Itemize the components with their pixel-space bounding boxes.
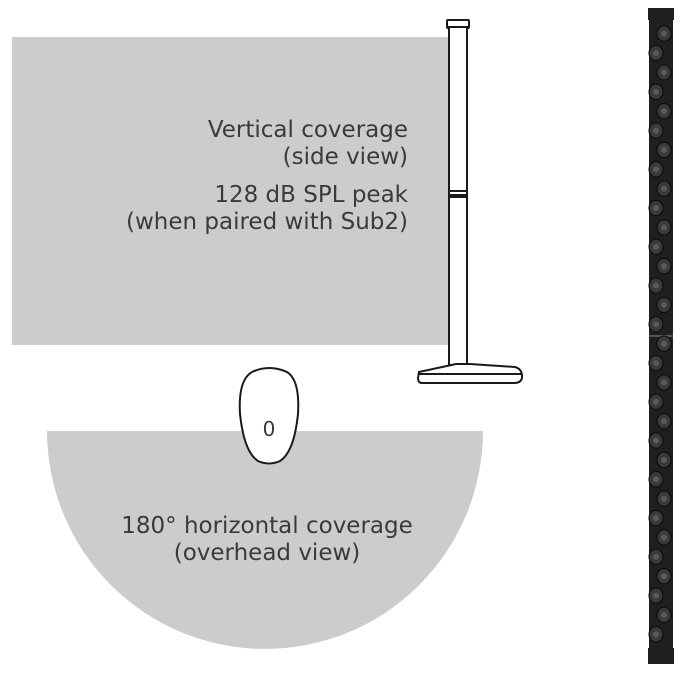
- array-driver-center: [653, 243, 659, 250]
- array-driver-center: [661, 146, 667, 153]
- array-driver-center: [653, 50, 659, 57]
- array-driver-center: [653, 321, 659, 328]
- array-driver-center: [653, 515, 659, 522]
- array-driver-center: [661, 418, 667, 425]
- horizontal-coverage-area: [47, 431, 483, 649]
- line-array-speaker-image: [648, 8, 674, 664]
- array-driver-center: [661, 379, 667, 386]
- array-driver-center: [661, 224, 667, 231]
- array-driver-center: [653, 166, 659, 173]
- horizontal-coverage-subtitle: (overhead view): [174, 540, 361, 566]
- column-speaker-side-view: [416, 19, 523, 384]
- array-driver-center: [653, 360, 659, 367]
- array-driver-center: [661, 263, 667, 270]
- array-driver-center: [653, 437, 659, 444]
- array-driver-center: [661, 69, 667, 76]
- array-driver-center: [661, 573, 667, 580]
- array-driver-center: [661, 456, 667, 463]
- array-driver-center: [653, 631, 659, 638]
- array-driver-center: [661, 108, 667, 115]
- array-driver-center: [653, 282, 659, 289]
- array-driver-center: [653, 553, 659, 560]
- array-driver-center: [661, 185, 667, 192]
- vertical-coverage-subtitle: (side view): [283, 144, 408, 170]
- vertical-coverage-title: Vertical coverage: [208, 117, 408, 143]
- spl-peak-label: 128 dB SPL peak: [214, 182, 408, 208]
- speaker-base-overhead-view: [238, 367, 300, 465]
- array-driver-center: [653, 476, 659, 483]
- array-driver-center: [653, 205, 659, 212]
- array-driver-center: [653, 88, 659, 95]
- array-driver-center: [661, 301, 667, 308]
- spl-peak-note: (when paired with Sub2): [126, 209, 408, 235]
- array-driver-center: [653, 127, 659, 134]
- array-driver-center: [661, 30, 667, 37]
- vertical-coverage-area: [12, 37, 450, 345]
- speaker-base-label: 0: [263, 417, 276, 441]
- array-driver-center: [661, 495, 667, 502]
- horizontal-coverage-title: 180° horizontal coverage: [121, 513, 413, 539]
- array-driver-center: [653, 592, 659, 599]
- array-driver-center: [661, 340, 667, 347]
- array-driver-center: [661, 611, 667, 618]
- array-driver-center: [661, 534, 667, 541]
- array-driver-center: [653, 398, 659, 405]
